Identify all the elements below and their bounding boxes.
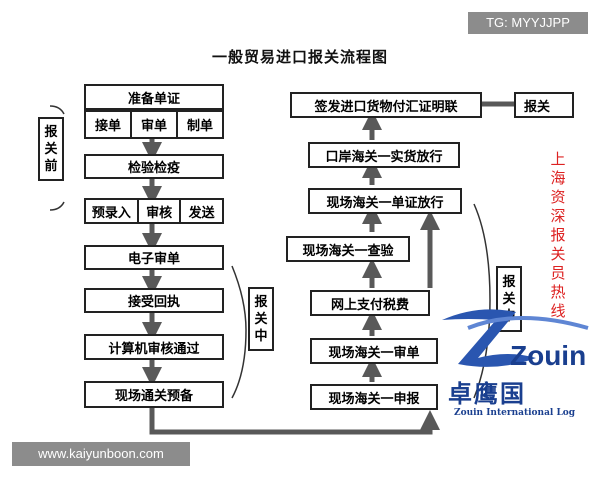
step-port-goods-release: 口岸海关一实货放行 (308, 142, 460, 168)
phase-char: 关 (44, 141, 58, 157)
step-preentry-check-send: 预录入 审核 发送 (84, 198, 224, 224)
hotline-char: 海 (550, 169, 566, 187)
step-computer-approved: 计算机审核通过 (84, 334, 224, 360)
step-receive-cell: 接单 (94, 119, 121, 134)
phase-char: 报 (254, 294, 268, 310)
diagram-title: 一般贸易进口报关流程图 (211, 48, 388, 66)
hotline-char: 上 (550, 150, 566, 168)
phase-char: 中 (254, 328, 268, 344)
tg-badge: TG: MYYJJPP (468, 12, 588, 34)
step-declare-cut: 报关 (514, 92, 574, 118)
step-prepare-docs: 准备单证 (84, 84, 224, 110)
hotline-text: 上 海 资 深 报 关 员 热 线 (546, 150, 570, 321)
hotline-char: 深 (550, 207, 566, 225)
phase-char: 报 (44, 124, 58, 140)
step-onsite-inspection: 现场海关一查验 (286, 236, 410, 262)
step-send-cell: 发送 (179, 200, 222, 222)
phase-label-mid-right: 报 关 中 (496, 266, 522, 332)
bracket-line (473, 203, 491, 399)
step-issue-payment-cert: 签发进口货物付汇证明联 (290, 92, 482, 118)
phase-label-mid-left: 报 关 中 (248, 287, 274, 351)
step-inspection: 检验检疫 (84, 154, 224, 179)
step-onsite-declare: 现场海关一申报 (310, 384, 438, 410)
hotline-char: 关 (550, 245, 566, 263)
step-make-cell: 制单 (176, 112, 222, 137)
step-check-cell: 审核 (136, 200, 180, 222)
logo-swoosh (442, 309, 589, 367)
hotline-char: 员 (550, 264, 566, 282)
phase-label-pre: 报 关 前 (38, 117, 64, 181)
step-e-review: 电子审单 (84, 245, 224, 270)
step-review-cell: 审单 (130, 112, 176, 137)
phase-char: 关 (254, 311, 268, 327)
step-preentry-cell: 预录入 (91, 205, 131, 221)
hotline-char: 线 (550, 302, 566, 320)
hotline-char: 报 (550, 226, 566, 244)
watermark-url: www.kaiyunboon.com (12, 442, 190, 466)
bracket-line (49, 201, 65, 211)
phase-char: 前 (44, 158, 58, 174)
step-onsite-clearance-prep: 现场通关预备 (84, 381, 224, 408)
bracket-line (49, 105, 65, 115)
hotline-char: 资 (550, 188, 566, 206)
logo-wordmark: Zouin (510, 340, 587, 371)
step-onsite-review: 现场海关一审单 (310, 338, 438, 364)
phase-char: 关 (502, 291, 516, 307)
logo-chinese-text: 卓鹰国 (448, 379, 526, 408)
bracket-line (231, 265, 247, 399)
step-receive-review-make: 接单 审单 制单 (84, 110, 224, 139)
logo-subtitle: Zouin International Log (454, 408, 576, 418)
hotline-char: 热 (550, 283, 566, 301)
phase-char: 报 (502, 274, 516, 290)
step-receive-receipt: 接受回执 (84, 288, 224, 313)
arrow-connector (149, 408, 440, 435)
step-onsite-doc-release: 现场海关一单证放行 (308, 188, 462, 214)
step-online-tax-payment: 网上支付税费 (310, 290, 430, 316)
